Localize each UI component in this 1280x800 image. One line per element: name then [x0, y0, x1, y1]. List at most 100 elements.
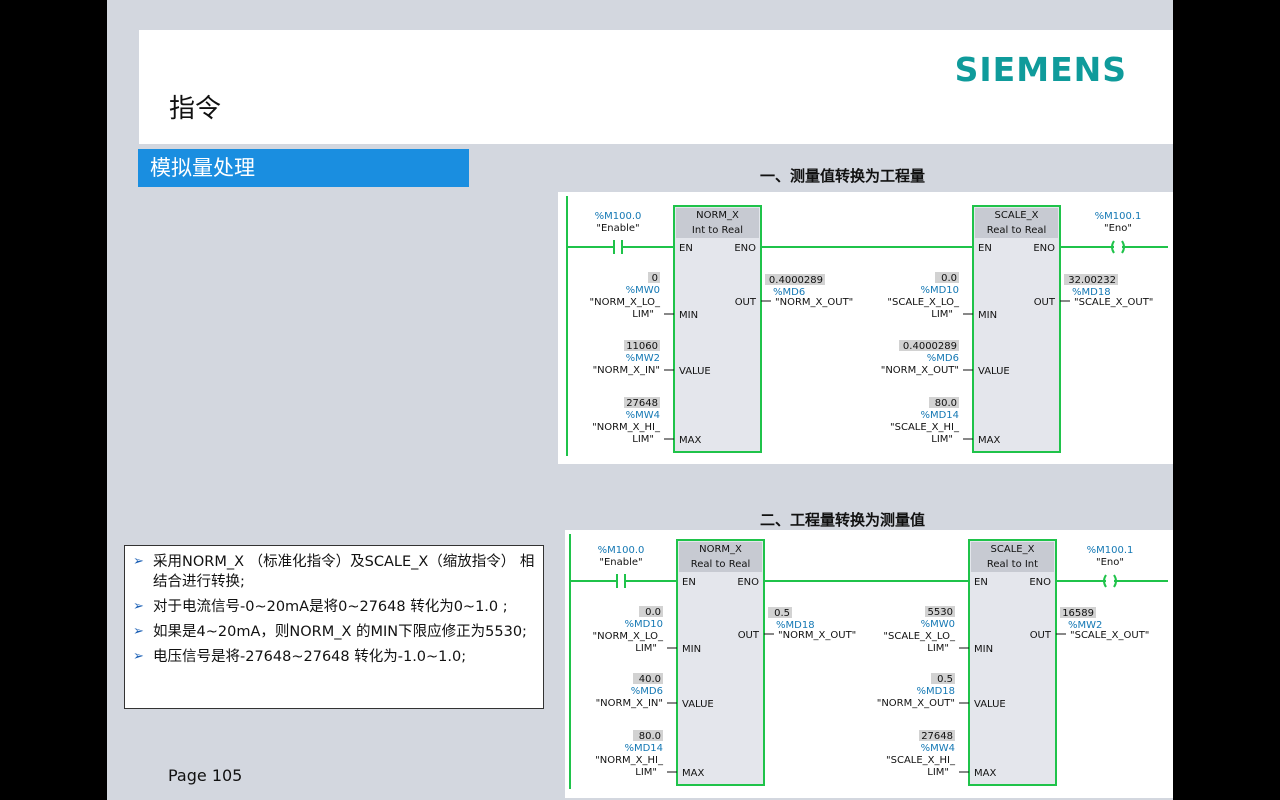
pin-label: MAX	[978, 435, 1000, 446]
pin-eno: ENO	[1033, 243, 1055, 254]
tag-address: %MD10	[624, 619, 663, 630]
pin-label: VALUE	[682, 699, 714, 710]
value-label: 40.0	[639, 674, 661, 685]
function-block	[968, 539, 1057, 786]
value-box	[765, 274, 825, 285]
value-label: 80.0	[639, 731, 661, 742]
arrow-bullet-icon: ➢	[133, 554, 144, 569]
note-item: ➢对于电流信号-0~20mA是将0~27648 转化为0~1.0 ;	[133, 599, 508, 615]
pin-en: EN	[682, 577, 696, 588]
tag-address: %MW2	[626, 353, 660, 364]
value-box	[639, 606, 663, 617]
tag-name: "NORM_X_OUT"	[877, 698, 955, 709]
value-label: 0.5	[774, 608, 790, 619]
value-label: 32.00232	[1068, 275, 1116, 286]
block-subtitle: Int to Real	[692, 225, 743, 236]
tag-name: LIM"	[927, 767, 949, 778]
tag-address: %MD18	[776, 620, 815, 631]
tag-address: %MW2	[1068, 620, 1102, 631]
tag-address: %MW4	[626, 410, 660, 421]
page-number: Page 105	[168, 766, 243, 785]
value-box	[1060, 607, 1096, 618]
tag-name: LIM"	[632, 309, 654, 320]
pin-label: MAX	[974, 768, 996, 779]
tag-address: %MD10	[920, 285, 959, 296]
caption-top: 一、测量值转换为工程量	[760, 167, 926, 185]
pin-en: EN	[679, 243, 693, 254]
value-box	[768, 607, 792, 618]
tag-address: %MW0	[626, 285, 660, 296]
value-box	[935, 272, 959, 283]
value-label: 11060	[626, 341, 658, 352]
tag-name: "NORM_X_OUT"	[778, 630, 856, 641]
function-block	[676, 539, 765, 786]
value-box	[633, 730, 663, 741]
pin-out: OUT	[738, 630, 760, 641]
slide-title: 指令	[169, 94, 222, 124]
value-box	[931, 673, 955, 684]
tag-name: LIM"	[635, 643, 657, 654]
block-subtitle: Real to Real	[691, 559, 751, 570]
tag-name: "SCALE_X_OUT"	[1074, 297, 1153, 308]
value-label: 0.5	[937, 674, 953, 685]
notes-list: ➢采用NORM_X （标准化指令）及SCALE_X（缩放指令） 相结合进行转换;…	[125, 546, 543, 667]
tag-name: "NORM_X_HI_	[595, 755, 664, 766]
value-box	[925, 606, 955, 617]
block-header	[975, 208, 1058, 238]
pin-label: MIN	[679, 310, 698, 321]
function-block	[673, 205, 762, 453]
note-item: ➢电压信号是将-27648~27648 转化为-1.0~1.0;	[133, 649, 467, 665]
value-box	[929, 397, 959, 408]
pin-label: MIN	[978, 310, 997, 321]
value-label: 27648	[921, 731, 953, 742]
pin-out: OUT	[735, 297, 757, 308]
tag-address: %MD18	[1072, 287, 1111, 298]
block-title: NORM_X	[699, 544, 742, 555]
block-subtitle: Real to Int	[987, 559, 1038, 570]
block-header	[971, 542, 1054, 572]
notes-box: ➢采用NORM_X （标准化指令）及SCALE_X（缩放指令） 相结合进行转换;…	[124, 545, 544, 709]
tag-name: "NORM_X_IN"	[596, 698, 663, 709]
tag-name: "NORM_X_LO_	[590, 297, 661, 308]
tag-name: "SCALE_X_HI_	[890, 422, 960, 433]
tag-address: %MD14	[920, 410, 959, 421]
caption-bottom: 二、工程量转换为测量值	[760, 511, 926, 529]
tag-address: %MD6	[927, 353, 959, 364]
tag-address: %M100.1	[1095, 211, 1142, 222]
tag-name: "SCALE_X_HI_	[886, 755, 956, 766]
slide: SIEMENS 指令 模拟量处理 一、测量值转换为工程量 二、工程量转换为测量值…	[107, 0, 1173, 800]
arrow-bullet-icon: ➢	[133, 624, 144, 639]
tag-name: "NORM_X_OUT"	[881, 365, 959, 376]
slide-header: SIEMENS 指令	[139, 30, 1173, 144]
value-box	[633, 673, 663, 684]
pin-out: OUT	[1030, 630, 1052, 641]
tag-name: "NORM_X_LO_	[593, 631, 664, 642]
block-subtitle: Real to Real	[987, 225, 1047, 236]
block-title: SCALE_X	[995, 210, 1039, 221]
pin-label: VALUE	[978, 366, 1010, 377]
value-label: 27648	[626, 398, 658, 409]
pin-en: EN	[974, 577, 988, 588]
tag-name: "SCALE_X_OUT"	[1070, 630, 1149, 641]
tag-name: "Eno"	[1104, 223, 1132, 234]
coil-icon	[1111, 240, 1125, 254]
coil-icon	[1103, 574, 1117, 588]
value-label: 0.4000289	[903, 341, 957, 352]
pin-label: MAX	[679, 435, 701, 446]
value-box	[648, 272, 660, 283]
tag-address: %MW0	[921, 619, 955, 630]
value-box	[919, 730, 955, 741]
arrow-bullet-icon: ➢	[133, 599, 144, 614]
tag-name: "NORM_X_IN"	[593, 365, 660, 376]
value-box	[624, 340, 660, 351]
pin-label: MIN	[682, 644, 701, 655]
value-label: 16589	[1062, 608, 1094, 619]
tag-name: "Eno"	[1096, 557, 1124, 568]
value-box	[624, 397, 660, 408]
pin-eno: ENO	[734, 243, 756, 254]
value-label: 0.0	[645, 607, 661, 618]
tag-address: %MW4	[921, 743, 955, 754]
